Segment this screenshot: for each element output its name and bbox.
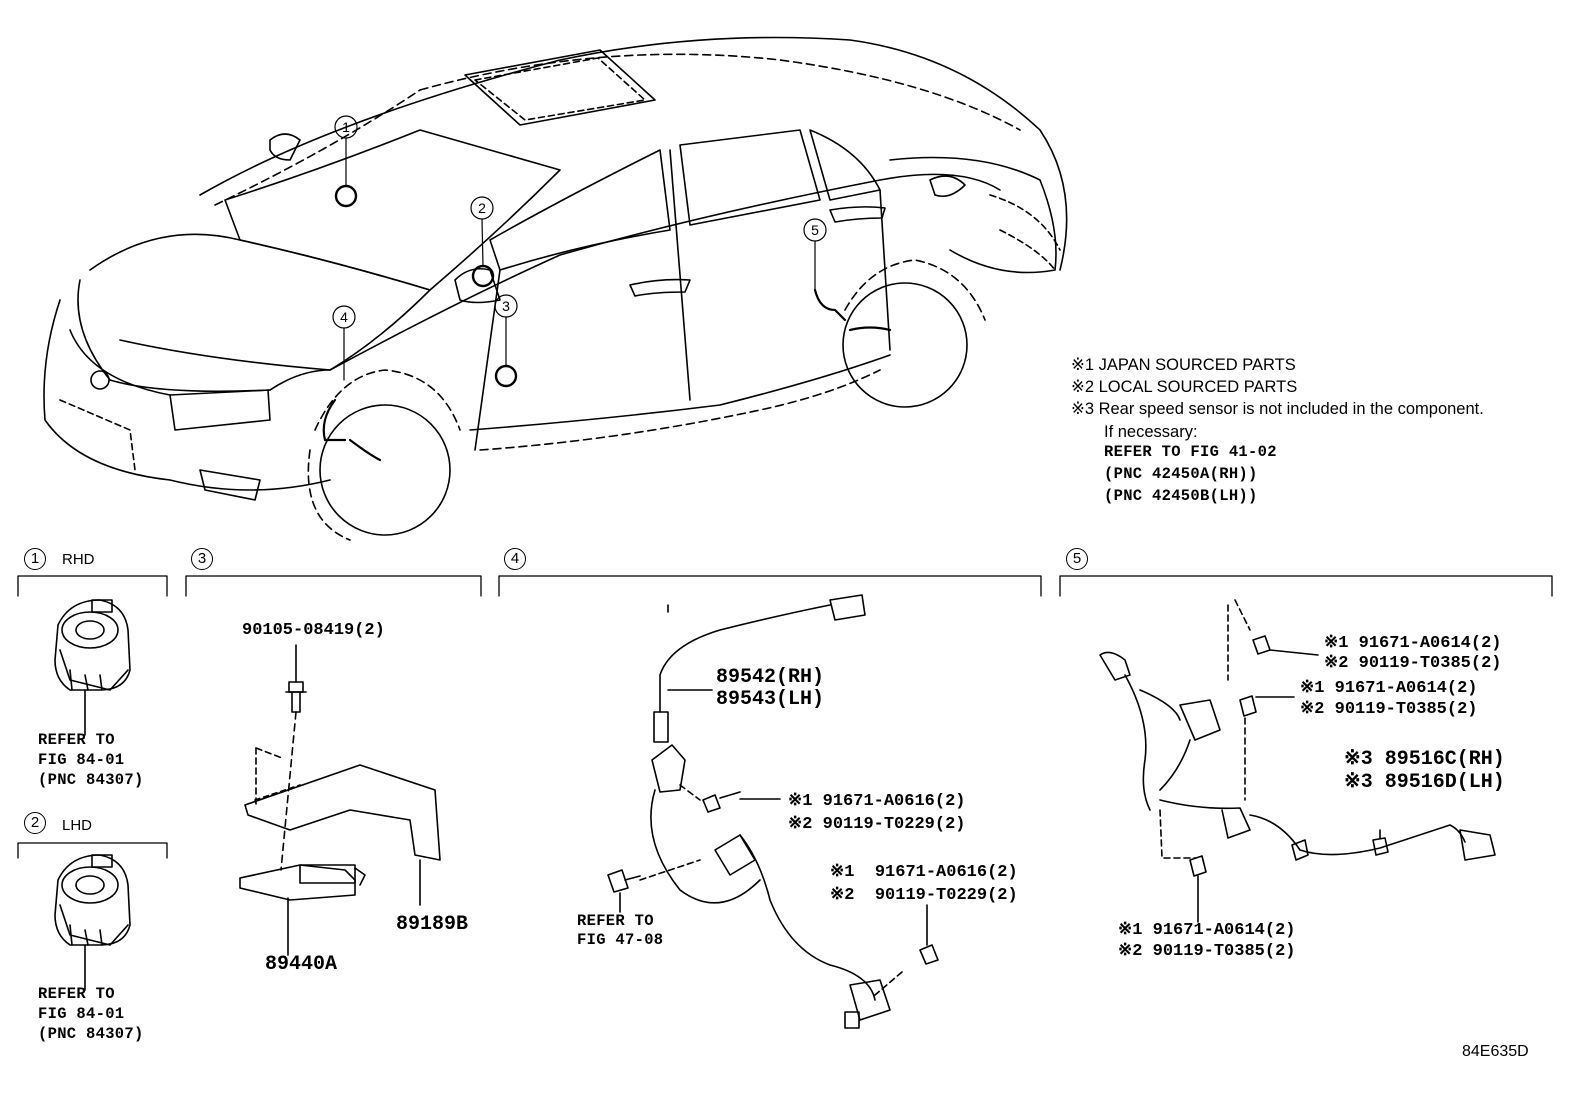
yaw-sensor-bracket-drawing <box>239 644 441 956</box>
section-brackets <box>17 575 1553 859</box>
bolt-japan-part-number-2: ※1 91671-A0614(2) <box>1300 679 1478 698</box>
callout-number-4: 4 <box>340 309 348 325</box>
front-speed-sensor-drawing <box>607 594 939 1029</box>
callout-marker-1 <box>334 184 358 208</box>
callout-number-5: 5 <box>811 222 819 238</box>
bolt-japan-part-number: ※1 91671-A0614(2) <box>1324 634 1502 653</box>
bolt-japan-part-number-3: ※1 91671-A0614(2) <box>1118 921 1296 940</box>
bolt-local-part-number-2: ※2 90119-T0229(2) <box>830 886 1018 905</box>
refer-line-1: REFER TO <box>38 731 115 749</box>
section-number-3: 3 <box>191 548 213 570</box>
note-pnc-lh: (PNC 42450B(LH)) <box>1104 487 1258 505</box>
spiral-cable-rhd-drawing <box>54 599 131 736</box>
section-number-2: 2 <box>24 812 46 834</box>
car-illustration <box>43 36 1068 541</box>
sensor-rh-part-number: 89542(RH) <box>716 666 825 689</box>
note-refer-fig: REFER TO FIG 41-02 <box>1104 443 1277 461</box>
bolt-japan-part-number-2: ※1 91671-A0616(2) <box>830 863 1018 882</box>
bolt-part-number: 90105-08419(2) <box>242 621 385 640</box>
bolt-local-part-number: ※2 90119-T0385(2) <box>1324 654 1502 673</box>
callout-marker-3 <box>494 364 518 388</box>
note-rear-sensor: ※3 Rear speed sensor is not included in … <box>1071 400 1484 418</box>
bolt-local-part-number: ※2 90119-T0229(2) <box>788 815 966 834</box>
refer-line-2: FIG 84-01 <box>38 751 125 769</box>
note-japan-sourced: ※1 JAPAN SOURCED PARTS <box>1071 356 1296 374</box>
section-tag-rhd: RHD <box>62 551 95 568</box>
part-number-89189b: 89189B <box>396 913 469 936</box>
rear-harness-drawing <box>1099 599 1496 923</box>
section-number-5: 5 <box>1066 548 1088 570</box>
note-local-sourced: ※2 LOCAL SOURCED PARTS <box>1071 378 1298 396</box>
refer-line-1: REFER TO <box>577 912 654 930</box>
refer-line-1: REFER TO <box>38 985 115 1003</box>
callout-number-2: 2 <box>478 200 486 216</box>
spiral-cable-lhd-drawing <box>54 854 131 991</box>
section-tag-lhd: LHD <box>62 817 93 834</box>
note-pnc-rh: (PNC 42450A(RH)) <box>1104 465 1258 483</box>
harness-lh-part-number: ※3 89516D(LH) <box>1344 771 1505 794</box>
harness-rh-part-number: ※3 89516C(RH) <box>1344 748 1505 771</box>
section-number-4: 4 <box>504 548 526 570</box>
bolt-japan-part-number: ※1 91671-A0616(2) <box>788 792 966 811</box>
figure-id: 84E635D <box>1462 1043 1529 1060</box>
section-number-1: 1 <box>24 548 46 570</box>
refer-line-3: (PNC 84307) <box>38 771 144 789</box>
callout-leaders <box>332 115 827 381</box>
refer-line-3: (PNC 84307) <box>38 1025 144 1043</box>
callout-number-3: 3 <box>502 298 510 314</box>
refer-line-2: FIG 84-01 <box>38 1005 125 1023</box>
part-number-89440a: 89440A <box>265 953 338 976</box>
refer-line-2: FIG 47-08 <box>577 931 664 949</box>
bolt-local-part-number-2: ※2 90119-T0385(2) <box>1300 700 1478 719</box>
bolt-local-part-number-3: ※2 90119-T0385(2) <box>1118 942 1296 961</box>
sensor-lh-part-number: 89543(LH) <box>716 688 825 711</box>
note-if-necessary: If necessary: <box>1104 423 1198 441</box>
callout-number-1: 1 <box>342 119 350 135</box>
